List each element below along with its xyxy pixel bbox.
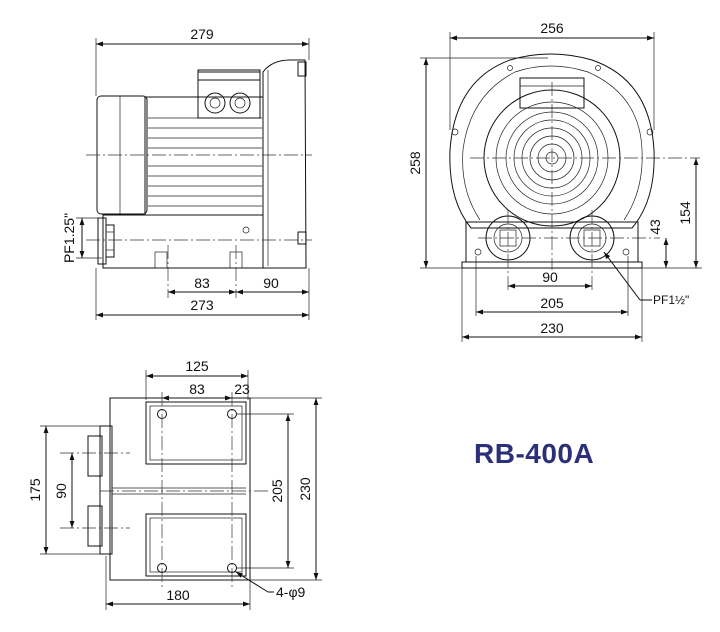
side-foot-spacing-label: 83 (194, 275, 210, 291)
side-view: 279 273 83 90 PF1.25" (61, 26, 312, 320)
front-base-width-label: 230 (540, 320, 564, 336)
front-port-offset-label: 43 (647, 219, 663, 235)
plan-hole-label: 4-φ9 (276, 584, 306, 600)
plan-width-label: 125 (185, 358, 209, 374)
plan-flange-height-label: 175 (27, 478, 43, 502)
side-inlet-label: PF1.25" (61, 213, 77, 263)
front-height-label: 258 (407, 151, 423, 175)
front-view: 256 258 154 43 90 205 230 PF1½" (407, 20, 702, 342)
plan-port-spacing-label: 90 (53, 483, 69, 499)
front-port-label: PF1½" (653, 293, 689, 307)
side-foot-offset-label: 90 (263, 275, 279, 291)
model-name: RB-400A (474, 438, 594, 469)
plan-hole-spacing-label: 83 (189, 381, 205, 397)
plan-hole-offset-label: 23 (234, 381, 250, 397)
front-width-label: 256 (540, 20, 564, 36)
front-port-height-label: 154 (677, 201, 693, 225)
plan-hole-span-label: 205 (269, 479, 285, 503)
side-base-length-label: 273 (190, 297, 214, 313)
front-foot-width-label: 205 (540, 295, 564, 311)
plan-view: 125 83 23 175 90 205 230 180 4-φ9 (27, 358, 322, 610)
plan-overall-span-label: 230 (297, 477, 313, 501)
front-port-spacing-label: 90 (542, 269, 558, 285)
side-length-label: 279 (190, 26, 214, 42)
plan-depth-label: 180 (166, 587, 190, 603)
